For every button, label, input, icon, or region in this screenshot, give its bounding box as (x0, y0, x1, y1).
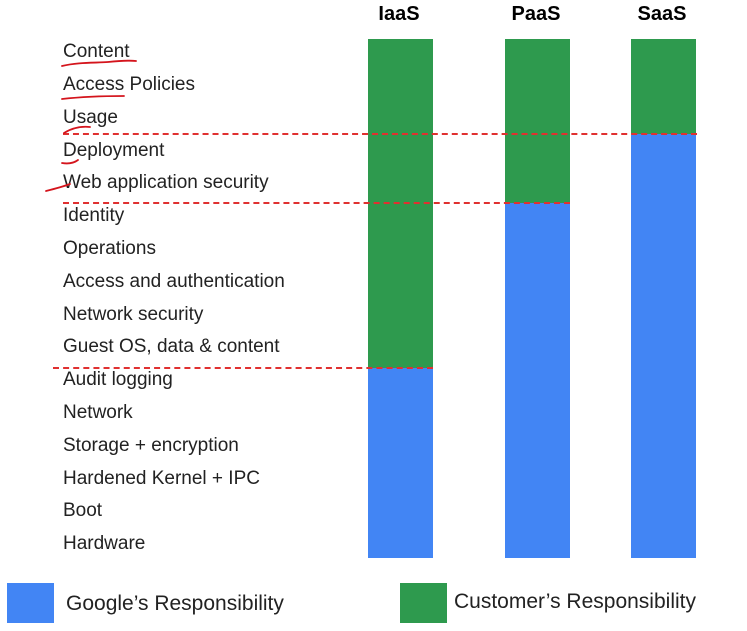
legend-customer-swatch (400, 583, 447, 623)
layer-label: Web application security (63, 172, 269, 193)
paas-customer-bar (505, 39, 570, 203)
layer-label: Hardened Kernel + IPC (63, 468, 260, 489)
layer-label: Access Policies (63, 74, 195, 95)
layer-label: Content (63, 41, 130, 62)
layer-label: Network security (63, 304, 204, 325)
saas-boundary-line (63, 133, 697, 135)
paas-boundary-line (63, 202, 570, 204)
layer-label: Network (63, 402, 133, 423)
layer-label: Operations (63, 238, 156, 259)
layer-label: Guest OS, data & content (63, 336, 280, 357)
layer-label: Identity (63, 205, 125, 226)
underline-access-policies (61, 95, 125, 100)
legend-google-swatch (7, 583, 54, 623)
iaas-boundary-line (53, 367, 433, 369)
underline-content (61, 59, 137, 67)
iaas-google-bar (368, 368, 433, 558)
layer-label: Hardware (63, 533, 146, 554)
layer-label: Storage + encryption (63, 435, 239, 456)
legend-customer-label: Customer’s Responsibility (454, 590, 696, 613)
layer-label: Deployment (63, 140, 165, 161)
saas-customer-bar (631, 39, 696, 134)
column-header-paas: PaaS (511, 3, 561, 25)
layer-label: Audit logging (63, 369, 173, 390)
saas-google-bar (631, 134, 696, 558)
layer-label: Boot (63, 500, 103, 521)
column-header-saas: SaaS (637, 3, 687, 25)
tick-web-app-security (45, 183, 71, 192)
layer-label: Access and authentication (63, 271, 285, 292)
legend-google-label: Google’s Responsibility (66, 592, 284, 615)
underline-usage (63, 125, 91, 134)
layer-label: Usage (63, 107, 118, 128)
paas-google-bar (505, 203, 570, 558)
tick-deployment (61, 159, 79, 165)
column-header-iaas: IaaS (378, 3, 420, 25)
